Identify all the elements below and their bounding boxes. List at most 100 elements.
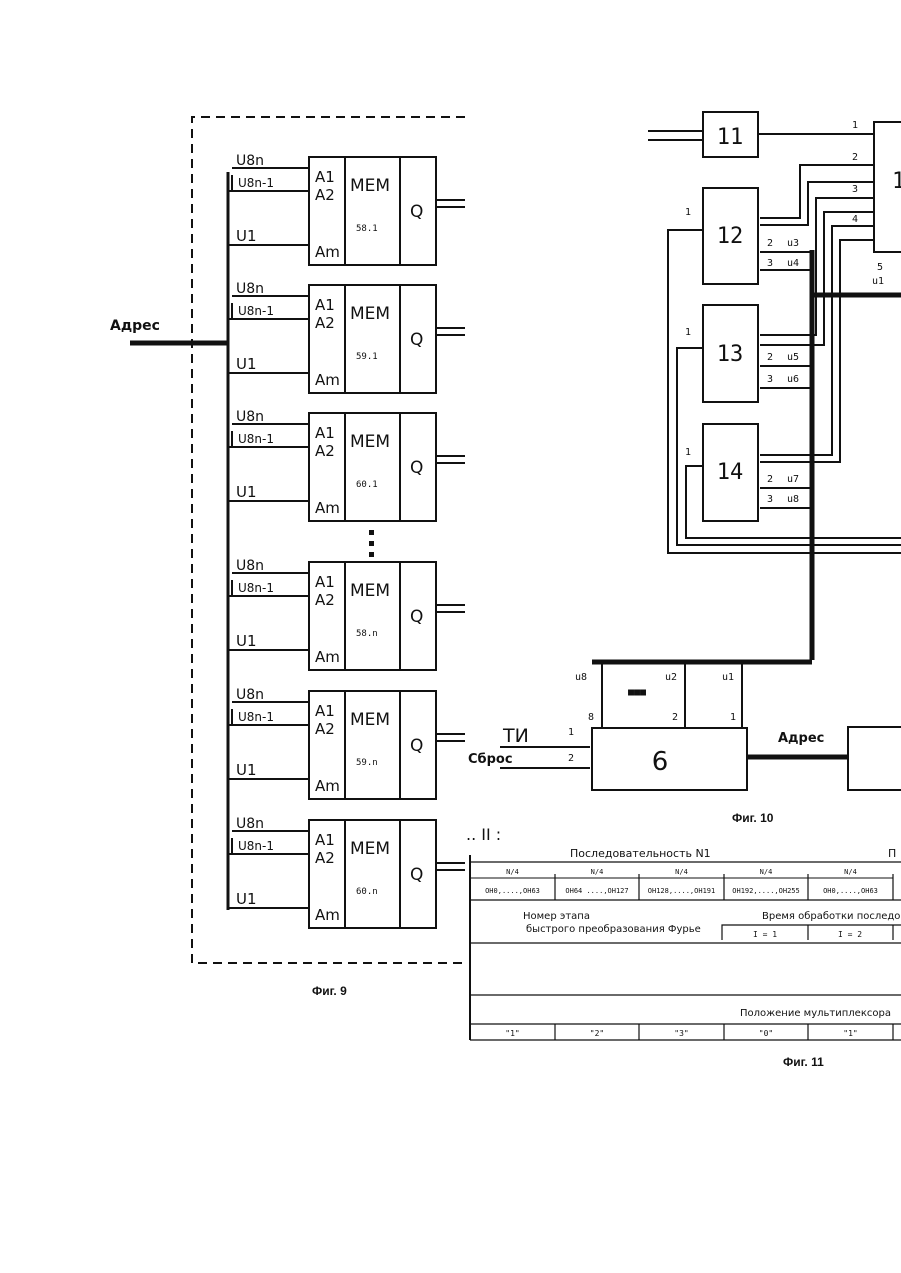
fig11-range-label: OH192,....,OH255	[732, 887, 799, 895]
fig9-ellipsis-dot	[369, 552, 374, 557]
fig11-stage-line2: быстрого преобразования Фурье	[526, 924, 701, 935]
mem-block-title: MEM	[350, 432, 390, 452]
fig11-mux-label: Положение мультиплексора	[740, 1008, 891, 1019]
fig9-memory-block: U8nU8n-1U1A1A2AmMEM58.1Q	[228, 153, 465, 265]
mem-input-label-mid: U8n-1	[238, 581, 274, 595]
mem-input-label-mid: U8n-1	[238, 304, 274, 318]
mem-block-number: 59.1	[356, 352, 378, 362]
fig11-quarter-label: N/4	[675, 868, 688, 876]
fig9-memory-block: U8nU8n-1U1A1A2AmMEM58.nQ	[228, 558, 465, 670]
mem-block-title: MEM	[350, 304, 390, 324]
fig11-corner-marks: .. II :	[466, 825, 501, 844]
mem-input-label-top: U8n	[236, 558, 264, 574]
mem-address-a2: A2	[315, 849, 335, 867]
mem-block-number: 59.n	[356, 758, 378, 768]
fig11-mux-positions: "1""2""3""0""1"	[505, 1024, 893, 1040]
fig9-memory-block: U8nU8n-1U1A1A2AmMEM60.1Q	[228, 409, 465, 521]
mem-address-a1: A1	[315, 296, 335, 314]
mem-address-am: Am	[315, 243, 340, 261]
fig10-port: 2	[767, 352, 773, 363]
fig10-counter-dots: ■■■	[628, 687, 646, 698]
fig11-time-label: Время обработки последо	[762, 911, 900, 922]
fig11-time-bracket	[722, 925, 901, 940]
mem-block-output-q: Q	[410, 458, 423, 478]
fig11-i-value: I = 2	[838, 930, 862, 939]
fig11-mux-position: "1"	[505, 1029, 519, 1038]
fig11-mux-position: "3"	[674, 1029, 688, 1038]
mem-address-a1: A1	[315, 573, 335, 591]
fig10-port: 1	[685, 207, 691, 218]
mem-block-title: MEM	[350, 581, 390, 601]
mem-input-label-bottom: U1	[236, 483, 257, 501]
fig11-mux-position: "1"	[843, 1029, 857, 1038]
fig11-range-label: OH0,....,OH63	[485, 887, 540, 895]
fig10-port: 1	[685, 447, 691, 458]
mem-input-label-bottom: U1	[236, 761, 257, 779]
fig10-partial-block	[848, 727, 901, 790]
figure-11: .. II : Последовательность N1 П N/4OH0,.…	[466, 825, 901, 1069]
mem-address-am: Am	[315, 777, 340, 795]
fig11-quarter-label: N/4	[591, 868, 604, 876]
mem-block-number: 58.n	[356, 629, 378, 639]
fig10-port: 1	[685, 327, 691, 338]
mem-address-a1: A1	[315, 702, 335, 720]
mem-input-label-top: U8n	[236, 687, 264, 703]
mem-block-output-q: Q	[410, 865, 423, 885]
mem-address-a1: A1	[315, 168, 335, 186]
mem-input-label-top: U8n	[236, 816, 264, 832]
fig10-counter-port: 8	[588, 712, 594, 723]
mem-input-label-bottom: U1	[236, 890, 257, 908]
mem-input-label-mid: U8n-1	[238, 839, 274, 853]
mem-address-am: Am	[315, 648, 340, 666]
fig11-seq1-label: Последовательность N1	[570, 847, 711, 860]
fig10-block-14-label: 14	[717, 460, 744, 485]
fig10-block-13-label: 13	[717, 342, 744, 367]
mem-input-label-top: U8n	[236, 153, 264, 169]
mem-block-output-q: Q	[410, 202, 423, 222]
fig10-bus-input-label: 2	[852, 152, 858, 163]
fig9-caption: Фиг. 9	[312, 984, 347, 998]
fig10-ti-port: 1	[568, 727, 574, 738]
fig10-port: u3	[787, 238, 799, 249]
mem-address-a2: A2	[315, 186, 335, 204]
fig10-reset-port: 2	[568, 753, 574, 764]
fig10-bus-input-label: 3	[852, 184, 858, 195]
fig10-bus-input-label: 5	[877, 262, 883, 273]
fig11-stage-line1: Номер этапа	[523, 911, 590, 922]
mem-block-number: 60.1	[356, 480, 378, 490]
fig10-u1-label: u1	[872, 276, 884, 287]
mem-input-label-bottom: U1	[236, 227, 257, 245]
fig10-counter-port: 2	[672, 712, 678, 723]
fig10-reset-label: Сброс	[468, 752, 513, 767]
mem-address-a1: A1	[315, 831, 335, 849]
fig11-mux-position: "0"	[759, 1029, 773, 1038]
mem-input-label-bottom: U1	[236, 632, 257, 650]
fig9-memory-block: U8nU8n-1U1A1A2AmMEM59.1Q	[228, 281, 465, 393]
fig10-port: 3	[767, 258, 773, 269]
fig10-port: u8	[787, 494, 799, 505]
fig10-bus-input-label: 1	[852, 120, 858, 131]
fig9-memory-blocks: U8nU8n-1U1A1A2AmMEM58.1QU8nU8n-1U1A1A2Am…	[228, 153, 465, 928]
fig10-address-label: Адрес	[778, 731, 824, 746]
fig10-port: u6	[787, 374, 799, 385]
fig9-ellipsis-dot	[369, 541, 374, 546]
fig10-port: u5	[787, 352, 799, 363]
fig10-counter-label: u8	[575, 672, 587, 683]
mem-address-a2: A2	[315, 442, 335, 460]
fig10-port: 3	[767, 494, 773, 505]
fig11-quarter-label: N/4	[760, 868, 773, 876]
mem-input-label-top: U8n	[236, 409, 264, 425]
fig11-seq2-partial: П	[888, 847, 896, 860]
mem-input-label-mid: U8n-1	[238, 176, 274, 190]
mem-block-number: 58.1	[356, 224, 378, 234]
mem-input-label-mid: U8n-1	[238, 432, 274, 446]
fig11-range-label: OH64 ....,OH127	[565, 887, 628, 895]
fig10-ti-label: ТИ	[502, 725, 529, 747]
fig10-counter-label: u2	[665, 672, 677, 683]
fig11-quarter-label: N/4	[506, 868, 519, 876]
mem-input-label-mid: U8n-1	[238, 710, 274, 724]
fig10-port: 3	[767, 374, 773, 385]
fig10-block-6	[592, 728, 747, 790]
fig11-i-value: I = 1	[753, 930, 777, 939]
